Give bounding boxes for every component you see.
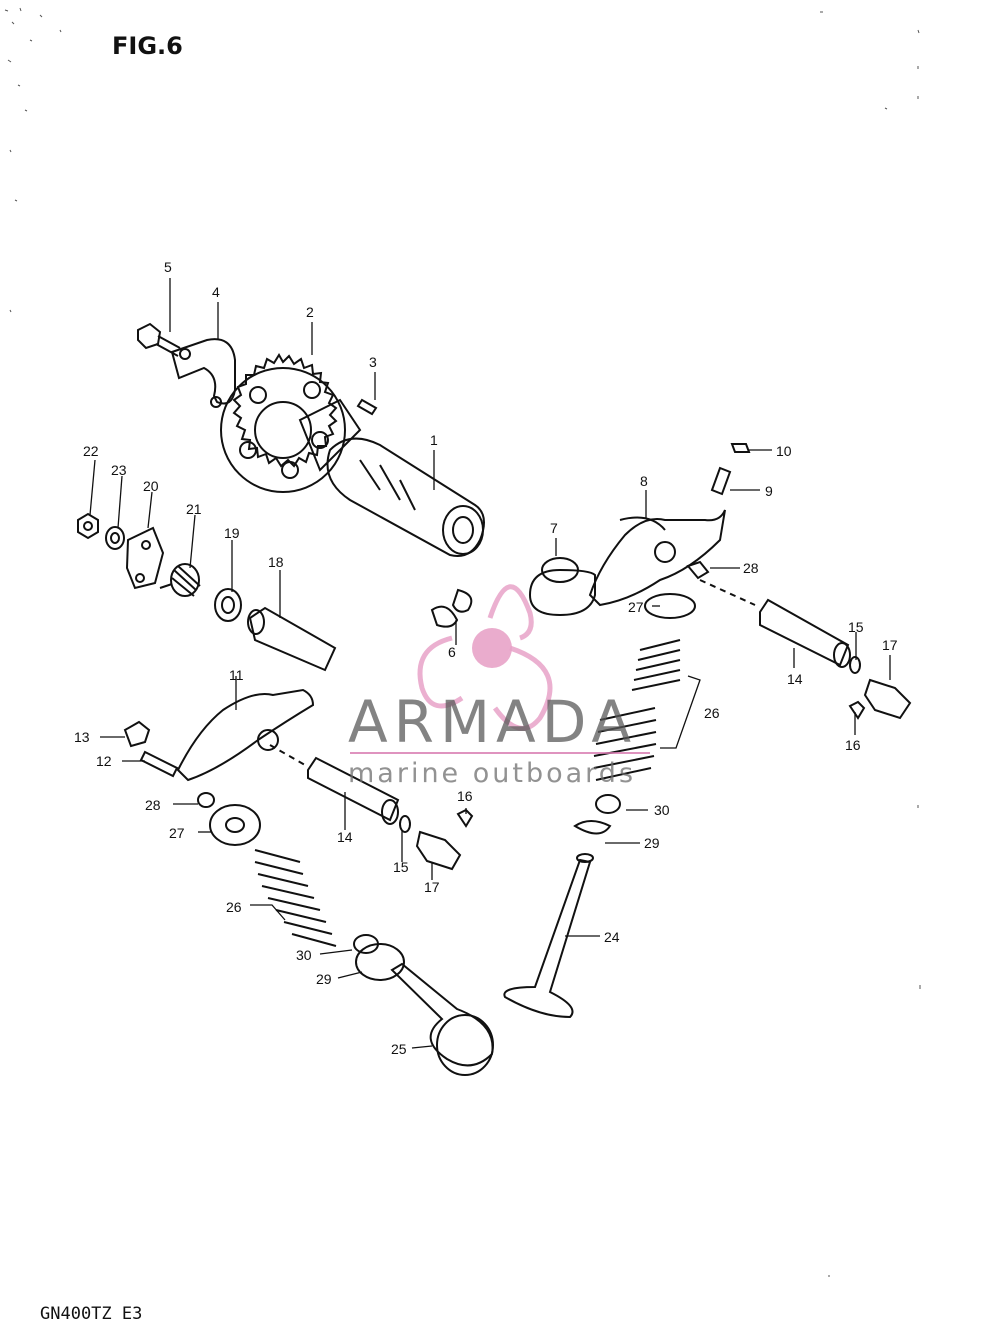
armada-logo (417, 584, 553, 731)
rocker-arm-lower (176, 688, 315, 782)
rocker-shaft-long-upper (699, 579, 851, 668)
screw-lower (456, 808, 474, 828)
adjusting-screw-lower (139, 750, 179, 778)
watermark-divider (350, 752, 650, 754)
valve-cap-upper (686, 560, 710, 580)
bolt (137, 322, 181, 357)
o-ring-upper (849, 656, 861, 674)
callout-c18: 18 (268, 554, 284, 570)
dowel-pin (356, 398, 378, 416)
callout-c5: 5 (164, 259, 172, 275)
callout-c26a: 26 (704, 705, 720, 721)
callout-c21: 21 (186, 501, 202, 517)
watermark-brand: ARMADA (348, 688, 638, 756)
callout-c2: 2 (306, 304, 314, 320)
callout-c28a: 28 (743, 560, 759, 576)
callout-c10: 10 (776, 443, 792, 459)
callout-c28b: 28 (145, 797, 161, 813)
callout-c20: 20 (143, 478, 159, 494)
callout-c24: 24 (604, 929, 620, 945)
callout-c16a: 16 (845, 737, 861, 753)
tappet (528, 557, 596, 617)
camshaft-sprocket (220, 353, 346, 493)
callout-c9: 9 (765, 483, 773, 499)
callout-c22: 22 (83, 443, 99, 459)
leader-lines (89, 278, 891, 1049)
callout-c30b: 30 (296, 947, 312, 963)
rocker-shaft-short (247, 606, 337, 672)
intake-valve (390, 962, 494, 1076)
washer (105, 526, 125, 550)
callout-c14a: 14 (787, 671, 803, 687)
spring-retainer-lower (209, 804, 261, 846)
rocker-arm-upper (588, 509, 726, 607)
nut (77, 512, 99, 540)
callout-c15a: 15 (848, 619, 864, 635)
lock-nut-lower (123, 720, 151, 748)
retainer-upper (644, 593, 696, 619)
callout-c7: 7 (550, 520, 558, 536)
callout-c1: 1 (430, 432, 438, 448)
adjusting-screw (710, 466, 732, 496)
scan-noise (4, 7, 921, 1277)
valve-springs-upper (593, 639, 681, 781)
callout-c3: 3 (369, 354, 377, 370)
callout-c27a: 27 (628, 599, 644, 615)
callout-c13: 13 (74, 729, 90, 745)
valve-spring-seat-upper (595, 794, 621, 814)
callout-c4: 4 (212, 284, 220, 300)
callout-c14b: 14 (337, 829, 353, 845)
watermark-subtitle: marine outboards (348, 758, 637, 789)
callout-c16b: 16 (457, 788, 473, 804)
valve-cap-lower (197, 792, 215, 808)
valve-springs-lower (254, 849, 337, 947)
callout-c15b: 15 (393, 859, 409, 875)
cotter-clip (430, 588, 473, 628)
bracket (170, 338, 236, 408)
exhaust-valve (503, 853, 594, 1019)
callout-c19: 19 (224, 525, 240, 541)
callout-c26b: 26 (226, 899, 242, 915)
callout-c23: 23 (111, 462, 127, 478)
lock-nut-small (730, 443, 751, 453)
screw-upper (848, 700, 866, 720)
o-ring-lower (399, 815, 411, 833)
valve-cotter-lower (355, 943, 405, 981)
callout-c6: 6 (448, 644, 456, 660)
callout-c30a: 30 (654, 802, 670, 818)
callout-c29b: 29 (316, 971, 332, 987)
torsion-spring (159, 563, 201, 597)
plug-lower (415, 830, 462, 871)
callout-labels: 1234567891011121314141515161617171819202… (74, 259, 898, 1057)
camshaft (298, 398, 485, 557)
callout-c17b: 17 (424, 879, 440, 895)
lock-plate (125, 526, 165, 590)
callout-c27b: 27 (169, 825, 185, 841)
callout-c29a: 29 (644, 835, 660, 851)
model-code: GN400TZ E3 (40, 1304, 143, 1324)
figure-title: FIG.6 (112, 32, 183, 60)
rocker-shaft-long-lower (269, 744, 400, 825)
bearing (214, 588, 242, 622)
callout-c11: 11 (229, 667, 244, 683)
callout-c25: 25 (391, 1041, 407, 1057)
plug-upper (863, 678, 912, 720)
callout-c8: 8 (640, 473, 648, 489)
valve-cotter-upper (573, 820, 612, 835)
callout-c17a: 17 (882, 637, 898, 653)
callout-c12: 12 (96, 753, 112, 769)
